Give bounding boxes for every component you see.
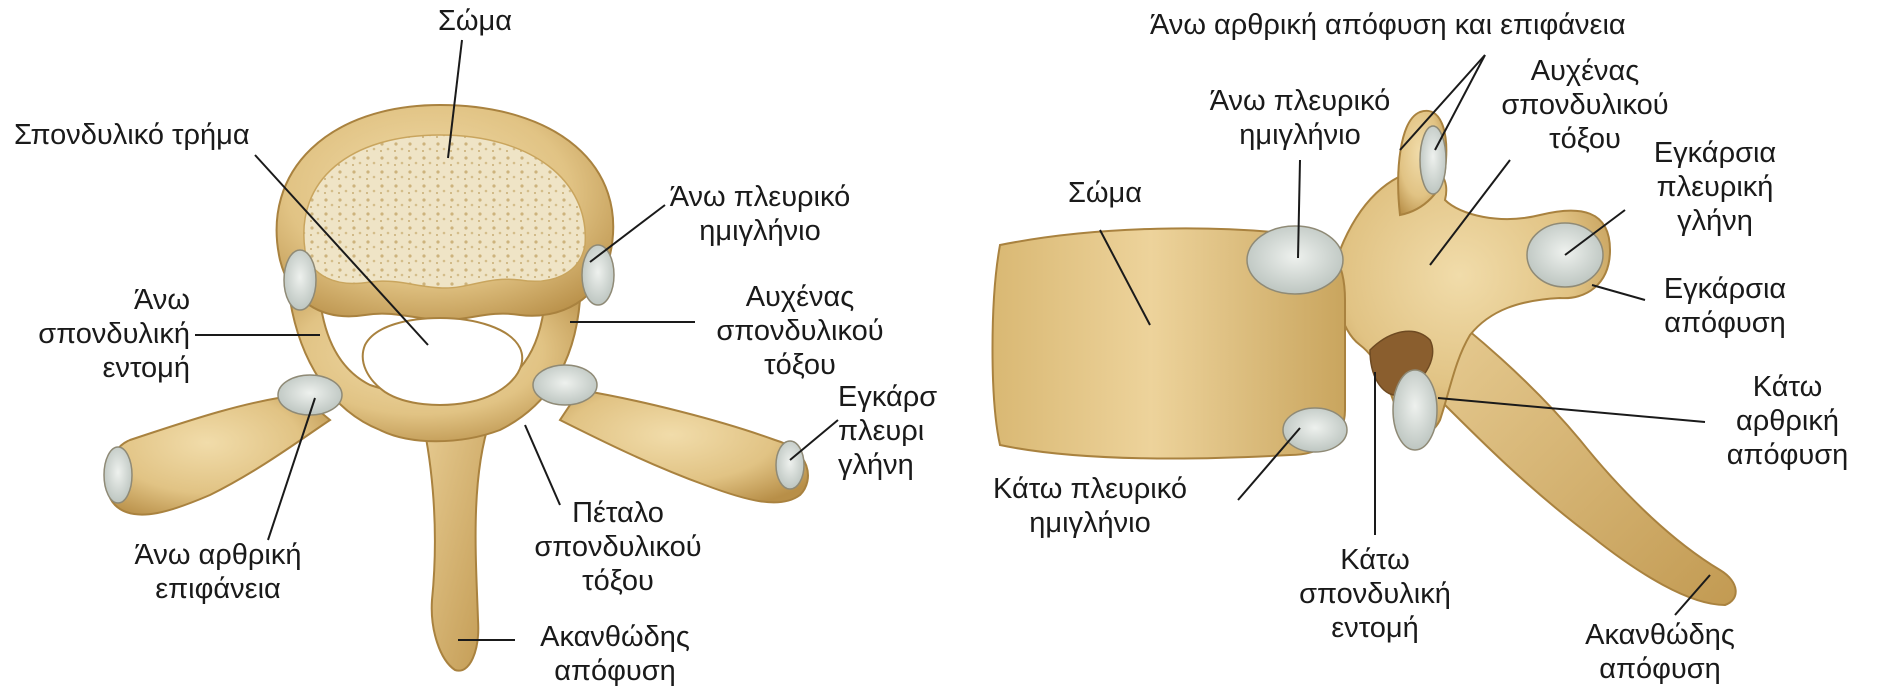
label-inferior-costal-facet: Κάτω πλευρικό ημιγλήνιο [950,472,1230,540]
lateral-inferior-costal-facet [1283,408,1347,452]
leader-lamina [525,425,560,505]
label-inferior-vertebral-notch: Κάτω σπονδυλική εντομή [1275,543,1475,645]
label-lateral-superior-costal-facet: Άνω πλευρικό ημιγλήνιο [1200,84,1400,152]
left-superior-costal-facet [284,250,316,310]
label-lamina: Πέταλο σπονδυλικού τόξου [508,496,728,598]
label-pedicle: Αυχένας σπονδυλικού τόξου [690,280,910,382]
label-transverse-costal-facet-lat: Εγκάρσια πλευρική γλήνη [1630,136,1800,238]
label-superior-costal-facet: Άνω πλευρικό ημιγλήνιο [660,180,860,248]
label-vertebral-foramen: Σπονδυλικό τρήμα [14,118,250,152]
label-lateral-body: Σώμα [1050,176,1160,210]
right-superior-costal-facet [582,245,614,305]
spinous-process-shape [420,410,490,671]
right-transverse-process [560,390,808,502]
label-lateral-spinous-process: Ακανθώδης απόφυση [1560,618,1760,686]
lateral-spinous-process-shape [1430,300,1736,605]
label-superior-articular-facet: Άνω αρθρική επιφάνεια [108,538,328,606]
right-transverse-costal-facet [776,441,804,489]
label-superior-articular-process: Άνω αρθρική απόφυση και επιφάνεια [1150,8,1626,42]
lateral-inferior-articular-facet [1393,370,1437,450]
label-inferior-articular-process: Κάτω αρθρική απόφυση [1700,370,1875,472]
leader-transverse-process [1592,285,1645,300]
label-superior-vertebral-notch: Άνω σπονδυλική εντομή [0,283,190,385]
lateral-superior-costal-facet [1247,226,1343,294]
left-superior-articular-facet [278,375,342,415]
label-transverse-costal-facet: Εγκάρσ πλευρι γλήνη [838,380,943,482]
label-spinous-process: Ακανθώδης απόφυση [515,620,715,688]
left-transverse-costal-facet [104,447,132,503]
label-transverse-process: Εγκάρσια απόφυση [1640,272,1810,340]
label-body: Σώμα [420,4,530,38]
vertebral-foramen-shape [363,318,522,405]
right-superior-articular-facet [533,365,597,405]
leader-transverse-costal-facet [790,420,838,460]
